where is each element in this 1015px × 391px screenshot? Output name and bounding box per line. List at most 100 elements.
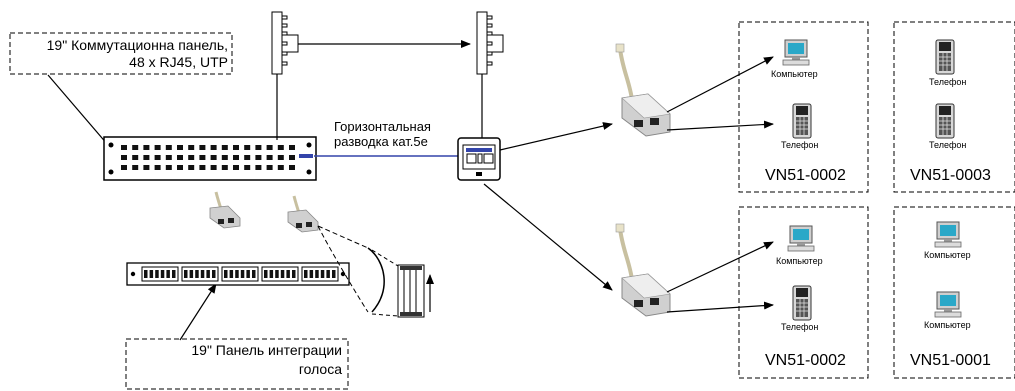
voice-port — [275, 270, 279, 278]
patch-port — [266, 165, 273, 170]
patch-port — [289, 165, 295, 170]
patch-port — [221, 145, 228, 150]
device-label: Телефон — [781, 322, 819, 332]
patch-port — [199, 145, 206, 150]
patch-panel-pointer — [47, 74, 115, 153]
patch-port — [132, 155, 139, 160]
small-splitter-left — [208, 190, 242, 230]
device-label: Компьютер — [924, 250, 971, 260]
voice-panel-label: 19" Панель интеграции голоса — [128, 342, 342, 377]
patch-port — [121, 155, 127, 160]
splitter-bottom — [614, 222, 672, 318]
voice-panel-pointer — [179, 283, 217, 341]
computer-icon — [934, 291, 962, 318]
phone-icon — [935, 39, 955, 75]
voice-port — [149, 270, 154, 278]
room-id: VN51-0001 — [910, 352, 991, 369]
splitter-bottom-to-pc — [666, 241, 774, 293]
patch-panel-label-line2: 48 x RJ45, UTP — [129, 54, 228, 70]
patch-port — [143, 165, 150, 170]
small-splitter-right — [286, 194, 320, 234]
patch-port — [244, 165, 251, 170]
voice-port — [280, 270, 285, 278]
patch-cord — [367, 247, 385, 313]
patch-port — [233, 155, 239, 160]
patch-port — [277, 155, 284, 160]
patch-port — [289, 155, 295, 160]
voice-port — [166, 270, 170, 278]
voice-port — [206, 270, 210, 278]
patch-port — [188, 165, 195, 170]
patch-port — [221, 165, 228, 170]
horizontal-cabling-line2: разводка кат.5е — [334, 134, 428, 149]
voice-port — [292, 270, 296, 278]
horizontal-cabling-label: Горизонтальная разводка кат.5е — [334, 119, 431, 149]
voice-port — [200, 270, 205, 278]
voice-port — [252, 270, 256, 278]
outlet-to-splitter-top — [499, 122, 613, 151]
patch-port — [154, 155, 161, 160]
patch-port — [132, 145, 139, 150]
voice-panel-label-line1: 19" Панель интеграции — [191, 342, 342, 358]
patch-port — [255, 165, 262, 170]
patch-panel-label-box — [9, 32, 233, 75]
voice-port — [240, 270, 245, 278]
patch-port — [244, 145, 251, 150]
voice-port — [172, 270, 176, 278]
dashed-link-3 — [371, 249, 399, 267]
voice-port — [160, 270, 165, 278]
patch-panel — [103, 136, 317, 181]
voice-port — [286, 270, 290, 278]
voice-port — [269, 270, 274, 278]
patch-port — [154, 145, 161, 150]
patch-port — [266, 155, 273, 160]
patch-port — [165, 145, 172, 150]
patch-port — [244, 155, 251, 160]
voice-port — [320, 270, 325, 278]
voice-port — [229, 270, 234, 278]
patch-port — [165, 155, 172, 160]
voice-port — [144, 270, 148, 278]
voice-port — [315, 270, 319, 278]
patch-panel-label-line1: 19" Коммутационна панель, — [46, 37, 228, 53]
voice-port — [184, 270, 188, 278]
room-id: VN51-0003 — [910, 167, 991, 184]
patch-port — [210, 165, 217, 170]
dashed-link-2 — [317, 225, 369, 313]
device-label: Телефон — [781, 140, 819, 150]
horizontal-cabling-line1: Горизонтальная — [334, 119, 431, 134]
room-id: VN51-0002 — [765, 352, 846, 369]
patch-port — [177, 165, 183, 170]
patch-port — [143, 145, 150, 150]
room-box-vn51-0003 — [893, 21, 1015, 193]
voice-port — [309, 270, 314, 278]
device-label: Компьютер — [776, 256, 823, 266]
patch-port — [199, 165, 206, 170]
voice-port — [332, 270, 336, 278]
voice-port — [212, 270, 216, 278]
dashed-link-4 — [371, 313, 399, 317]
phone-icon — [792, 103, 812, 139]
splitter-top-to-pc — [666, 56, 774, 113]
room-box-vn51-0002-bottom — [738, 206, 869, 379]
patch-port — [165, 165, 172, 170]
patch-port — [121, 165, 127, 170]
device-label: Компьютер — [924, 320, 971, 330]
room-id: VN51-0002 — [765, 167, 846, 184]
dashed-link-1 — [317, 225, 369, 249]
room-box-vn51-0001 — [893, 206, 1015, 379]
computer-icon — [782, 39, 810, 66]
voice-port — [326, 270, 330, 278]
patch-port — [255, 155, 262, 160]
voice-port — [235, 270, 239, 278]
room-box-vn51-0002-top — [738, 21, 869, 193]
voice-port — [264, 270, 268, 278]
phone-icon — [792, 285, 812, 321]
phone-icon — [935, 103, 955, 139]
patch-port — [177, 145, 183, 150]
wall-outlet — [457, 137, 501, 181]
patch-port — [277, 165, 284, 170]
punch-block-right — [476, 11, 504, 75]
